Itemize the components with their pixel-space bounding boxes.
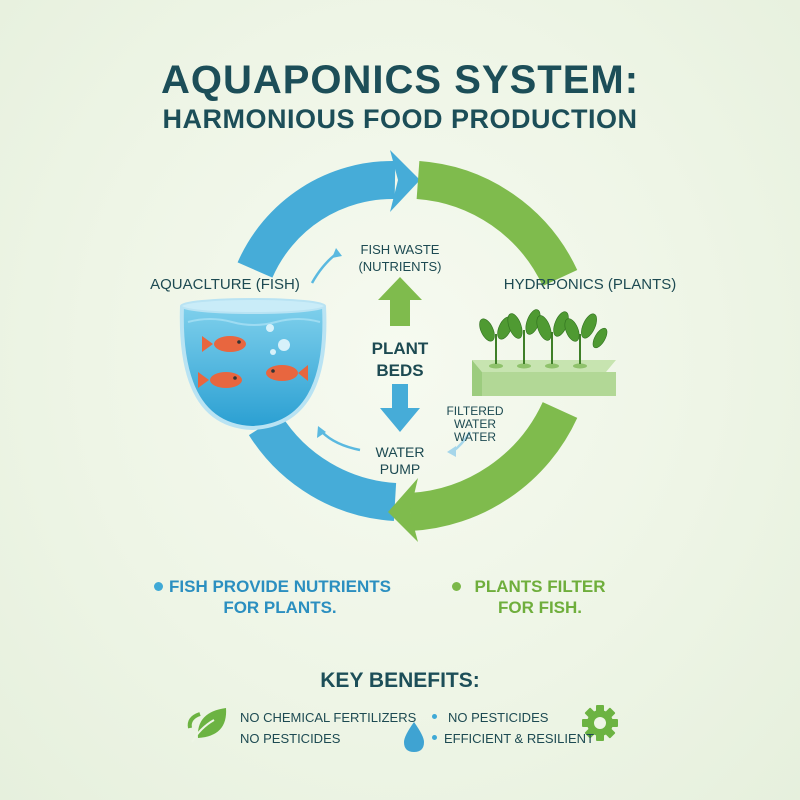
aquaculture-label: AQUACLTURE (FISH) xyxy=(150,276,300,293)
fish-waste-label: FISH WASTE (NUTRIENTS) xyxy=(358,242,442,274)
page-subtitle: HARMONIOUS FOOD PRODUCTION xyxy=(162,104,638,134)
fish-icon xyxy=(198,372,242,388)
water-drop-icon xyxy=(404,722,424,752)
filtered-water-label: FILTERED WATER WATER xyxy=(446,404,504,444)
plant-beds-label: PLANT BEDS xyxy=(371,339,429,380)
fish-waste-arrow xyxy=(310,253,337,284)
leaf-icon xyxy=(187,708,227,743)
page-title: AQUAPONICS SYSTEM: xyxy=(160,58,640,102)
benefit-item: NO PESTICIDES xyxy=(448,710,549,725)
fish-icon xyxy=(266,365,308,381)
benefit-item: EFFICIENT & RESILIENT xyxy=(444,731,595,746)
green-cycle-arc xyxy=(416,161,578,287)
blue-bullet xyxy=(154,582,163,591)
benefit-bullet xyxy=(432,714,437,719)
green-bullet xyxy=(452,582,461,591)
green-arrowhead xyxy=(388,478,418,542)
gear-icon xyxy=(582,705,618,741)
fish-tank-icon xyxy=(179,298,327,431)
green-cycle-arc-lower xyxy=(408,401,578,531)
arrow-down-icon xyxy=(380,384,420,432)
fish-caption: FISH PROVIDE NUTRIENTS FOR PLANTS. xyxy=(169,577,391,617)
blue-cycle-arc xyxy=(237,160,396,279)
benefit-bullet xyxy=(432,735,437,740)
blue-arrowhead xyxy=(390,150,420,212)
hydroponics-label: HYDRPONICS (PLANTS) xyxy=(503,276,677,293)
plants-caption: PLANTS FILTER FOR FISH. xyxy=(474,577,606,617)
water-pump-label: WATER PUMP xyxy=(375,444,425,477)
benefit-item: NO CHEMICAL FERTILIZERS xyxy=(240,710,417,725)
arrow-up-icon xyxy=(378,277,422,326)
blue-cycle-arc-lower xyxy=(248,414,397,521)
benefit-item: NO PESTICIDES xyxy=(240,731,341,746)
fish-icon xyxy=(202,336,246,352)
plant-bed-icon xyxy=(472,309,616,396)
benefits-title: KEY BENEFITS: xyxy=(320,669,480,692)
return-arrow xyxy=(321,431,361,452)
